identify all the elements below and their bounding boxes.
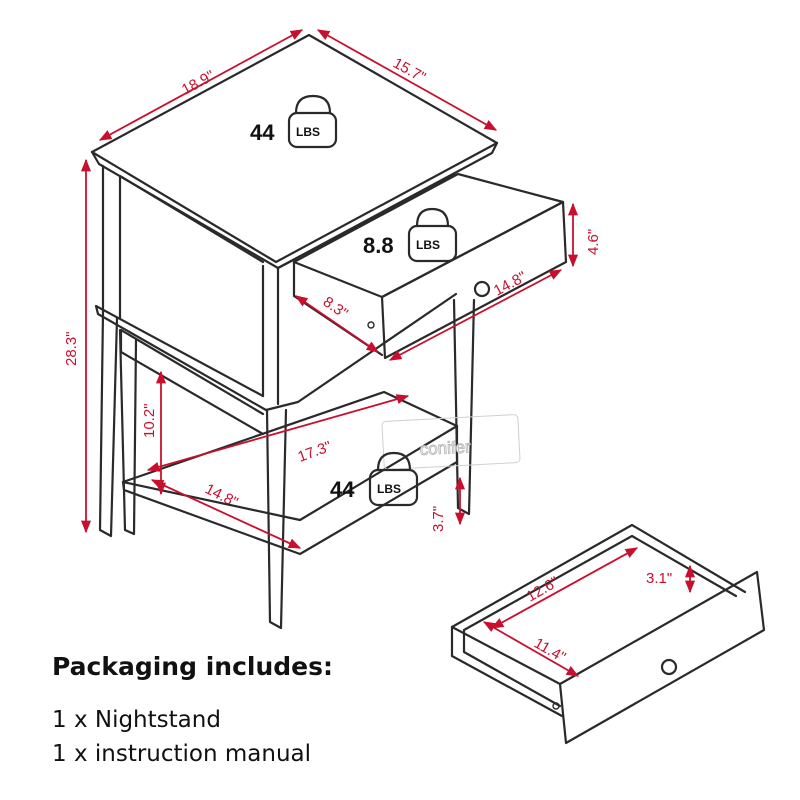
packaging-item: 1 x Nightstand — [52, 707, 221, 733]
dim-top-depth-line — [98, 29, 304, 141]
label-drawer-inner-height: 3.1" — [646, 570, 672, 587]
weight-icon — [287, 94, 338, 149]
dim-drawer-depth-line — [294, 295, 380, 353]
packaging-item: 1 x instruction manual — [52, 741, 312, 767]
label-leg-clearance: 3.7" — [430, 506, 447, 532]
dim-drawer-inner-depth-line — [482, 621, 580, 677]
dim-top-width-line — [316, 29, 498, 131]
leg-back-left — [98, 310, 119, 538]
leg-front-left — [265, 408, 288, 630]
drawer-detail-left — [450, 625, 564, 718]
tabletop — [90, 33, 499, 264]
label-drawer-inner-depth: 11.4" — [531, 635, 568, 666]
weight-icon — [368, 451, 419, 507]
dimension-labels: 18.9" 15.7" 28.3" 4.6" 14.8" 8.3" 10.2" … — [63, 55, 602, 532]
label-shelf-clearance: 10.2" — [141, 403, 158, 438]
weight-badge-top: 44 LBS — [250, 94, 338, 149]
packaging-section: Packaging includes: 1 x Nightstand 1 x i… — [52, 652, 333, 771]
weight-drawer-value: 8.8 — [363, 233, 394, 258]
weight-badge-shelf: 44 LBS — [330, 451, 419, 507]
bottom-shelf — [121, 390, 459, 522]
weight-badge-drawer: 8.8 LBS — [363, 207, 458, 263]
drawer-detail-front — [558, 570, 766, 745]
label-drawer-width: 14.8" — [491, 268, 529, 299]
weight-top-unit: LBS — [296, 125, 320, 139]
drawer-detail-drawing — [450, 523, 766, 745]
label-drawer-depth: 8.3" — [320, 293, 351, 322]
dim-shelf-depth-line — [150, 479, 302, 549]
dimension-lines — [80, 29, 579, 549]
packaging-title: Packaging includes: — [52, 652, 333, 681]
leg-front-right — [452, 298, 476, 516]
weight-icon — [407, 207, 458, 263]
label-shelf-width: 17.3" — [296, 438, 334, 466]
drawer-detail-knob — [660, 658, 678, 676]
nightstand-drawing — [90, 33, 568, 630]
watermark-text: conifer — [419, 437, 471, 459]
dim-drawer-inner-width-line — [490, 547, 639, 629]
label-height: 28.3" — [63, 331, 80, 366]
label-drawer-height: 4.6" — [585, 229, 602, 255]
weight-shelf-value: 44 — [330, 477, 355, 502]
bottom-shelf-edge — [121, 424, 459, 556]
leg-back-right — [118, 328, 138, 536]
weight-shelf-unit: LBS — [377, 482, 401, 496]
drawer-detail-hole — [552, 702, 560, 710]
drawer-knob — [473, 280, 491, 298]
cabinet-front-face — [118, 174, 280, 406]
weight-drawer-unit: LBS — [416, 238, 440, 252]
weight-top-value: 44 — [250, 120, 275, 145]
middle-rail — [94, 292, 458, 412]
watermark: conifer — [381, 414, 521, 470]
dim-drawer-width-line — [388, 269, 563, 361]
dim-shelf-width-line — [146, 394, 410, 472]
drawer-top — [292, 172, 565, 299]
drawer-detail-dimensions: 12.6" 11.4" 3.1" — [482, 547, 696, 677]
drawer-side-hole — [367, 321, 375, 329]
